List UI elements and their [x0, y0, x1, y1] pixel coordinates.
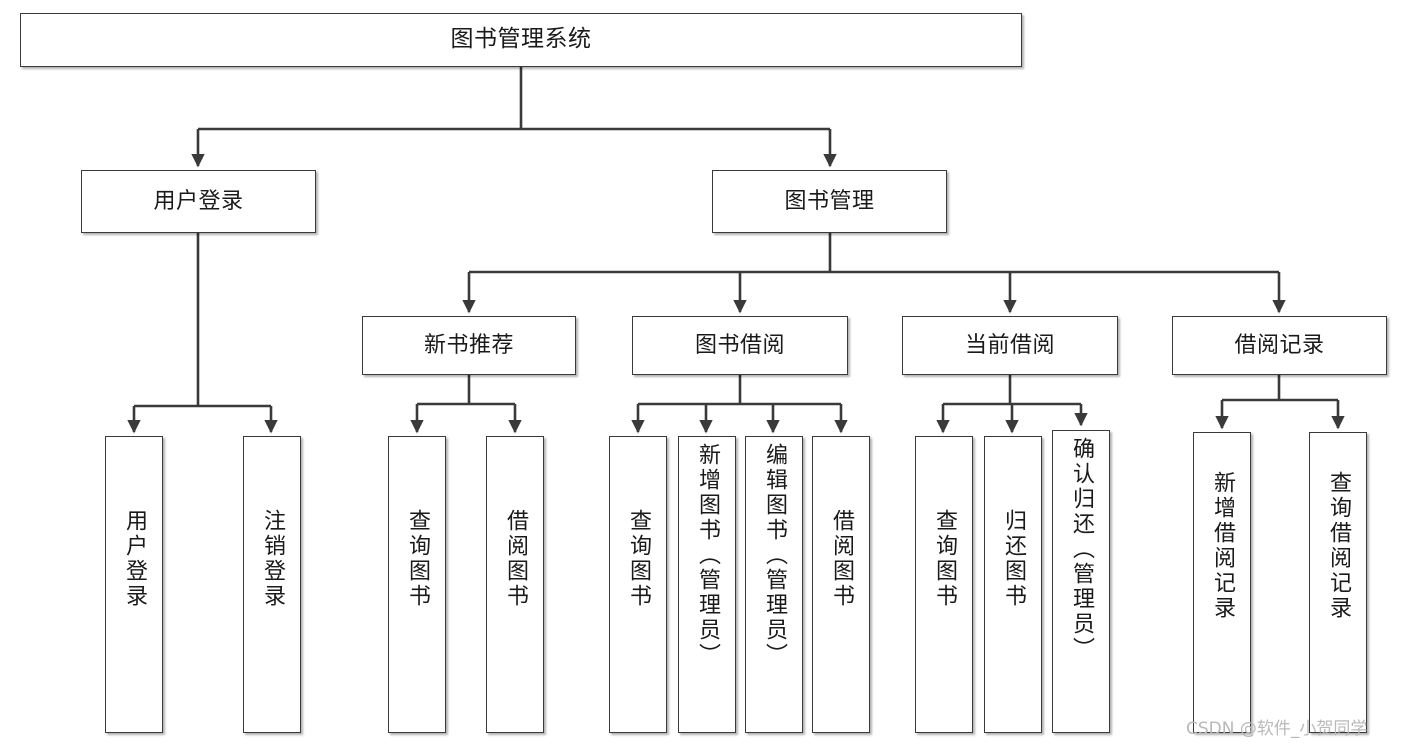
node-leaf-add-book[interactable]: 新增图书（管理员）	[678, 436, 736, 733]
node-leaf-query-record[interactable]: 查询借阅记录	[1309, 432, 1367, 733]
node-user-login[interactable]: 用户登录	[81, 170, 316, 233]
node-leaf-borrow-book-1[interactable]: 借阅图书	[486, 436, 544, 733]
node-leaf-query-record-label: 查询借阅记录	[1326, 471, 1351, 621]
node-leaf-confirm-return-label: 确认归还（管理员）	[1069, 437, 1094, 662]
node-leaf-user-login[interactable]: 用户登录	[105, 436, 163, 733]
node-current-borrow[interactable]: 当前借阅	[902, 316, 1118, 375]
node-book-borrow[interactable]: 图书借阅	[632, 316, 848, 375]
node-leaf-borrow-book-2[interactable]: 借阅图书	[812, 436, 870, 733]
node-leaf-edit-book[interactable]: 编辑图书（管理员）	[745, 436, 803, 733]
node-leaf-add-record-label: 新增借阅记录	[1210, 471, 1235, 621]
node-leaf-borrow-book-2-label: 借阅图书	[829, 509, 854, 609]
node-new-book-rec-label: 新书推荐	[423, 332, 514, 358]
node-new-book-rec[interactable]: 新书推荐	[362, 316, 576, 375]
node-leaf-add-record[interactable]: 新增借阅记录	[1193, 432, 1251, 733]
node-leaf-return-book-label: 归还图书	[1001, 509, 1026, 609]
node-leaf-query-book-1[interactable]: 查询图书	[388, 436, 446, 733]
node-leaf-add-book-label: 新增图书（管理员）	[695, 443, 720, 668]
node-borrow-record[interactable]: 借阅记录	[1172, 316, 1387, 375]
node-leaf-query-book-2-label: 查询图书	[626, 509, 651, 609]
node-leaf-logout-label: 注销登录	[260, 509, 285, 609]
node-leaf-query-book-1-label: 查询图书	[405, 509, 430, 609]
node-user-login-label: 用户登录	[153, 188, 244, 214]
node-leaf-confirm-return[interactable]: 确认归还（管理员）	[1052, 430, 1110, 733]
node-root[interactable]: 图书管理系统	[20, 13, 1022, 67]
node-leaf-return-book[interactable]: 归还图书	[984, 436, 1042, 733]
node-current-borrow-label: 当前借阅	[964, 332, 1055, 358]
watermark: CSDN @软件_小贺同学	[1186, 719, 1368, 739]
node-borrow-record-label: 借阅记录	[1234, 332, 1325, 358]
node-leaf-query-book-2[interactable]: 查询图书	[609, 436, 667, 733]
node-book-manage[interactable]: 图书管理	[712, 170, 947, 233]
node-leaf-user-login-label: 用户登录	[122, 509, 147, 609]
node-leaf-query-book-3[interactable]: 查询图书	[915, 436, 973, 733]
node-book-borrow-label: 图书借阅	[694, 332, 785, 358]
node-book-manage-label: 图书管理	[784, 188, 875, 214]
node-leaf-borrow-book-1-label: 借阅图书	[503, 509, 528, 609]
node-leaf-edit-book-label: 编辑图书（管理员）	[762, 443, 787, 668]
node-leaf-logout[interactable]: 注销登录	[243, 436, 301, 733]
node-leaf-query-book-3-label: 查询图书	[932, 509, 957, 609]
node-root-label: 图书管理系统	[450, 26, 592, 53]
